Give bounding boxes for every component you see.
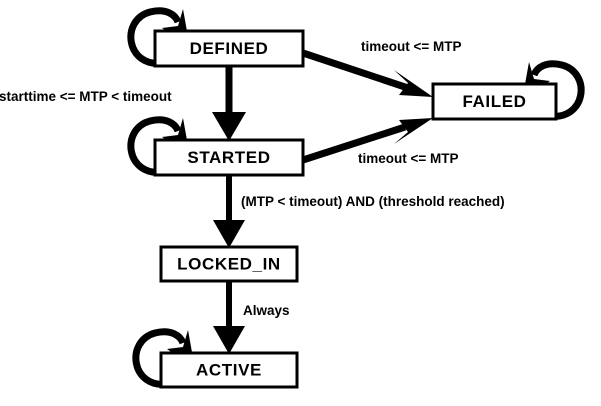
edge-label-mtp-threshold: (MTP < timeout) AND (threshold reached): [241, 194, 505, 209]
edge-label-timeout-mtp-bottom: timeout <= MTP: [358, 151, 459, 166]
state-failed[interactable]: FAILED: [431, 82, 558, 121]
transition-started-to-locked-in: [213, 175, 245, 248]
started-self-loop-arc: [127, 116, 182, 176]
transition-defined-to-started: [212, 66, 246, 141]
state-started-label: STARTED: [187, 148, 270, 167]
state-failed-box[interactable]: [431, 82, 558, 121]
edge-label-always: Always: [243, 303, 290, 318]
failed-self-loop-arc: [530, 60, 585, 120]
started-to-failed-arrowhead: [394, 118, 433, 144]
transition-defined-to-failed: [301, 49, 433, 97]
state-started-box[interactable]: [153, 138, 305, 177]
state-defined[interactable]: DEFINED: [153, 29, 305, 68]
active-self-loop-arc: [132, 328, 187, 388]
edge-label-timeout-mtp-top: timeout <= MTP: [361, 39, 462, 54]
edge-label-starttime-mtp-timeout: starttime <= MTP < timeout: [0, 89, 172, 104]
state-started[interactable]: STARTED: [153, 138, 305, 177]
state-active[interactable]: ACTIVE: [159, 351, 299, 389]
state-defined-box[interactable]: [153, 29, 305, 68]
defined-to-failed-line: [301, 49, 410, 92]
state-failed-label: FAILED: [462, 92, 526, 111]
defined-self-loop-arc: [127, 7, 182, 67]
state-defined-label: DEFINED: [190, 39, 269, 58]
defined-to-started-arrowhead: [212, 112, 246, 141]
started-to-failed-line: [301, 123, 407, 164]
state-active-label: ACTIVE: [196, 360, 262, 379]
defined-to-failed-arrowhead: [394, 70, 433, 97]
locked-in-to-active-arrowhead: [213, 326, 245, 354]
transition-started-to-failed: [301, 118, 433, 164]
state-locked-in-box[interactable]: [159, 245, 299, 283]
state-locked-in-label: LOCKED_IN: [177, 254, 281, 273]
transition-locked-in-to-active: [213, 281, 245, 354]
started-to-locked-in-arrowhead: [213, 220, 245, 248]
state-locked-in[interactable]: LOCKED_IN: [159, 245, 299, 283]
state-active-box[interactable]: [159, 351, 299, 389]
